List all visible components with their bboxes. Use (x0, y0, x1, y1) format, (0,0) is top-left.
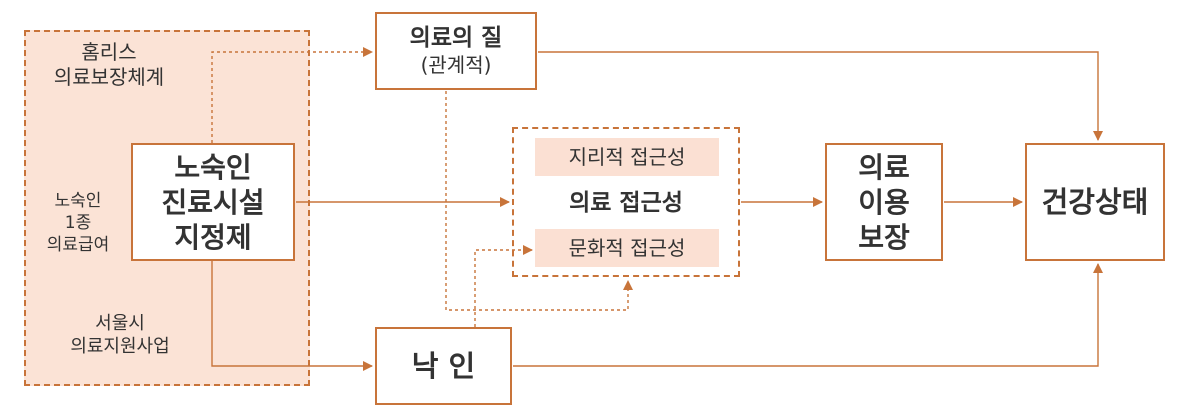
stigma-label: 낙 인 (411, 348, 476, 383)
medical-aid-line1: 노숙인 (54, 191, 102, 211)
utilization-line3: 보장 (858, 220, 910, 254)
seoul-support-label: 서울시 의료지원사업 (40, 312, 200, 359)
arrow-quality-to-cultural-access (445, 91, 633, 311)
designation-box: 노숙인 진료시설 지정제 (131, 143, 295, 261)
health-box: 건강상태 (1025, 143, 1165, 261)
access-main-label: 의료 접근성 (512, 183, 740, 223)
arrow-stigma-to-health (513, 263, 1103, 367)
quality-box: 의료의 질 (관계적) (375, 12, 537, 90)
seoul-support-line2: 의료지원사업 (70, 336, 170, 358)
quality-subtitle: (관계적) (420, 52, 492, 77)
policy-group-title-line1: 홈리스 (81, 40, 137, 64)
designation-line3: 지정제 (174, 220, 252, 254)
arrow-designation-to-stigma (211, 261, 373, 371)
utilization-line1: 의료 (858, 150, 910, 184)
medical-aid-line2: 1종 (64, 213, 92, 234)
medical-aid-label: 노숙인 1종 의료급여 (28, 190, 128, 256)
utilization-box: 의료 이용 보장 (825, 143, 943, 261)
geographic-access-box: 지리적 접근성 (535, 138, 719, 176)
seoul-support-line1: 서울시 (95, 313, 145, 334)
policy-group-title-line2: 의료보장체계 (53, 65, 165, 89)
arrow-stigma-to-cultural-access (474, 245, 533, 327)
cultural-access-box: 문화적 접근성 (535, 229, 719, 267)
medical-aid-line3: 의료급여 (46, 235, 110, 256)
arrow-designation-to-quality (211, 47, 373, 143)
cultural-access-label: 문화적 접근성 (568, 235, 686, 260)
arrow-quality-to-health (538, 51, 1103, 141)
policy-group-title: 홈리스 의료보장체계 (24, 40, 194, 90)
quality-title: 의료의 질 (409, 25, 503, 52)
access-main-text: 의료 접근성 (569, 189, 683, 216)
health-label: 건강상태 (1041, 184, 1149, 219)
utilization-line2: 이용 (858, 185, 910, 219)
designation-line1: 노숙인 (174, 150, 252, 184)
designation-line2: 진료시설 (161, 185, 265, 219)
stigma-box: 낙 인 (375, 327, 512, 405)
geographic-access-label: 지리적 접근성 (568, 144, 686, 169)
